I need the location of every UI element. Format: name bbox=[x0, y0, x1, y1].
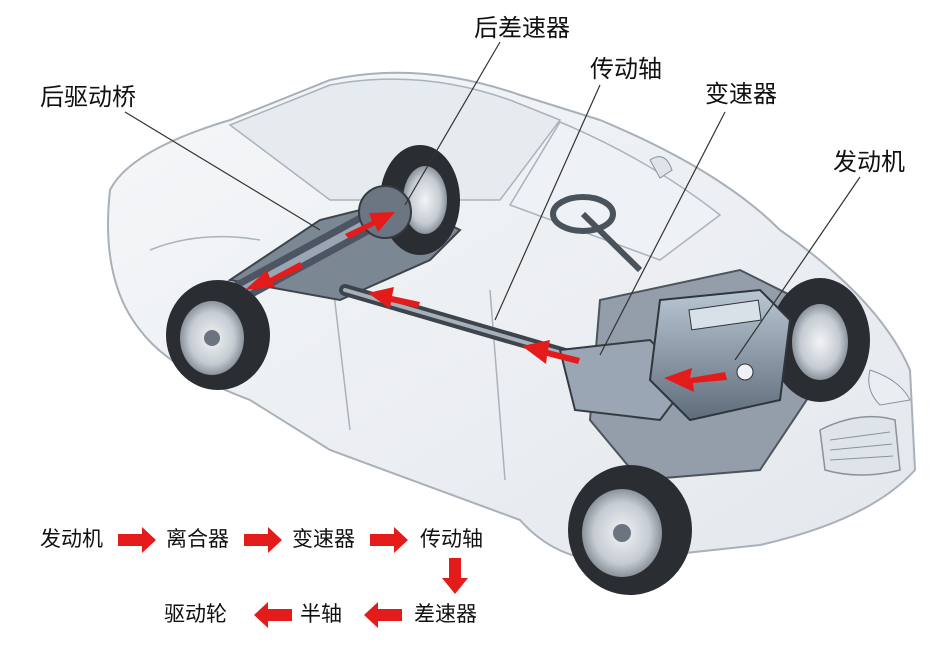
arrow-axle-left bbox=[245, 262, 303, 290]
flow-step-drive-wheel: 驱动轮 bbox=[164, 602, 227, 626]
flow-step-differential: 差速器 bbox=[414, 602, 477, 626]
flow-arrow-5 bbox=[254, 602, 292, 628]
power-flow-arrows bbox=[245, 212, 727, 392]
front-wheel-near bbox=[568, 465, 692, 595]
label-rear-differential: 后差速器 bbox=[474, 14, 570, 42]
arrow-driveshaft bbox=[368, 287, 420, 309]
flow-arrow-1 bbox=[118, 527, 156, 553]
flow-arrow-down bbox=[442, 558, 468, 594]
front-wheel-far bbox=[770, 278, 870, 402]
flow-arrow-2 bbox=[244, 527, 282, 553]
rear-wheel-near bbox=[166, 280, 270, 390]
flow-arrow-4 bbox=[364, 602, 402, 628]
leader-engine bbox=[734, 176, 861, 361]
arrow-engine bbox=[664, 368, 727, 392]
label-engine: 发动机 bbox=[833, 148, 905, 176]
flow-arrow-3 bbox=[370, 527, 408, 553]
flow-step-drive-shaft: 传动轴 bbox=[420, 527, 483, 551]
label-drive-shaft: 传动轴 bbox=[590, 55, 662, 83]
leader-rear-differential bbox=[404, 41, 501, 206]
leader-transmission bbox=[599, 111, 726, 356]
flow-step-transmission: 变速器 bbox=[292, 527, 355, 551]
leader-rear-drive-axle bbox=[124, 111, 321, 231]
flow-chain-arrows bbox=[118, 527, 468, 628]
arrow-axle-right bbox=[345, 212, 395, 239]
arrow-transmission bbox=[522, 340, 580, 364]
callout-leaders bbox=[124, 41, 861, 361]
flow-step-engine: 发动机 bbox=[40, 527, 103, 551]
steering-wheel bbox=[550, 194, 643, 273]
label-transmission: 变速器 bbox=[705, 80, 777, 108]
flow-step-clutch: 离合器 bbox=[166, 527, 229, 551]
label-rear-drive-axle: 后驱动桥 bbox=[40, 83, 136, 111]
leader-drive-shaft bbox=[494, 84, 601, 321]
flow-step-half-shaft: 半轴 bbox=[300, 602, 342, 626]
